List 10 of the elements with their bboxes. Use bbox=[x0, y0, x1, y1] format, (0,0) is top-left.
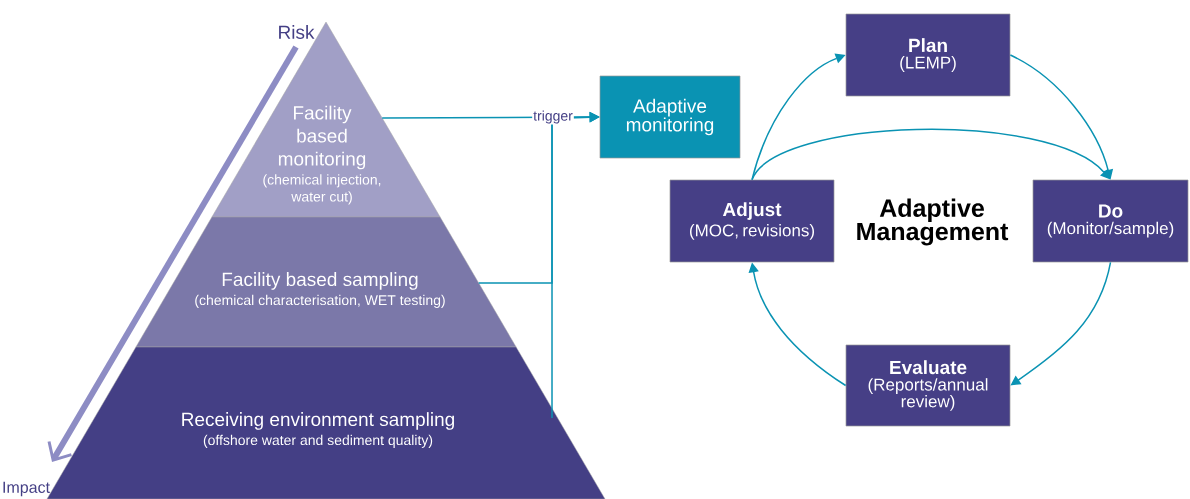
risk-label: Risk bbox=[279, 25, 315, 39]
edge-label: trigger bbox=[533, 110, 573, 124]
step-box: Evaluate (Reports/annual review) bbox=[845, 344, 1011, 427]
center-title: Adaptive Management bbox=[857, 198, 1009, 246]
step-box: Adjust (MOC, revisions) bbox=[669, 179, 835, 263]
step-box: Plan (LEMP) bbox=[845, 13, 1011, 97]
step-box: Do (Monitor/sample) bbox=[1032, 179, 1189, 263]
pyramid-tier: Facility based sampling (chemical characterisation, WET testing) bbox=[135, 216, 517, 348]
process-box: Adaptive monitoring bbox=[599, 75, 741, 159]
arrow bbox=[751, 128, 1111, 181]
